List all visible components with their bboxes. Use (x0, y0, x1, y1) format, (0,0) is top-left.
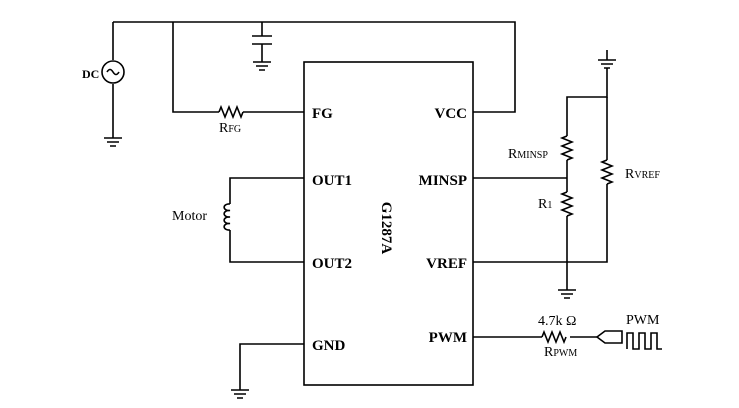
pwm-input-connector (595, 330, 623, 344)
gnd-wiring (231, 343, 304, 399)
motor-label: Motor (172, 209, 207, 224)
resistor-rminsp (559, 135, 575, 192)
dc-label: DC (82, 67, 99, 81)
pwm-signal-label: PWM (626, 313, 660, 328)
fg-line (172, 22, 304, 113)
dc-source-symbol (101, 60, 125, 84)
pin-minsp-label: MINSP (419, 173, 467, 189)
motor-coil-symbol (223, 203, 231, 231)
r1-label: R1 (538, 197, 552, 212)
resistor-rvref (473, 159, 615, 263)
pin-out2-label: OUT2 (312, 256, 352, 272)
rvref-label: RVREF (625, 167, 660, 182)
resistor-rfg (218, 104, 244, 120)
dc-ground-symbol (104, 137, 122, 147)
resistor-r1 (558, 191, 576, 299)
rminsp-label: RMINSP (508, 147, 548, 162)
motor-wiring (229, 177, 304, 263)
decoupling-capacitor (252, 22, 272, 71)
rpwm-label: RPWM (544, 345, 577, 360)
pin-gnd-label: GND (312, 338, 346, 354)
pin-vref-label: VREF (426, 256, 467, 272)
pin-vcc-label: VCC (435, 106, 468, 122)
right-supply-rail (566, 50, 616, 160)
pin-pwm-label: PWM (429, 330, 467, 346)
rfg-label: RFG (219, 121, 241, 136)
rpwm-value-label: 4.7k Ω (538, 314, 576, 329)
resistor-rpwm (541, 329, 567, 345)
pwm-waveform-icon (626, 332, 662, 350)
pin-out1-label: OUT1 (312, 173, 352, 189)
chip-body (303, 61, 474, 386)
chip-name: G1287A (378, 202, 394, 255)
top-supply-rail (112, 21, 516, 138)
pin-fg-label: FG (312, 106, 333, 122)
